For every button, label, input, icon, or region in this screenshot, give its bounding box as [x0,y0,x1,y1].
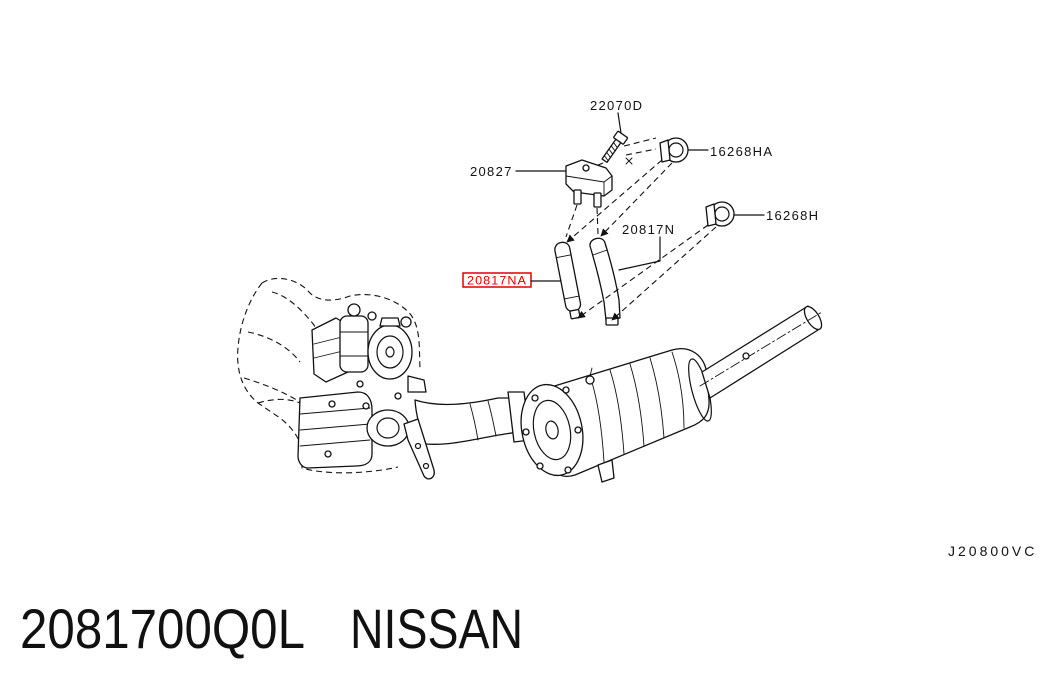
callout-16268ha: 16268HA [687,144,773,159]
brand-name: NISSAN [350,597,523,660]
callout-20827-label: 20827 [470,164,513,179]
tail-pipe-hanger [742,352,750,360]
engine-block-lower [297,391,373,469]
sensor-bracket-20827 [565,159,613,208]
callout-20827: 20827 [470,164,567,179]
hose-20817na [554,241,582,320]
hose-20817n [589,237,621,326]
figure-code: J20800VC [948,543,1037,559]
tail-pipe [699,305,823,399]
dpf-inlet-end-cap [520,383,584,477]
engine-assembly [237,277,435,480]
bolt-22070d [601,130,629,164]
intake-component [339,303,369,373]
callout-16268h-label: 16268H [766,208,819,223]
callout-20817na-highlighted: 20817NA [462,272,562,288]
hose-clamp-16268ha [659,137,689,163]
highlight-box [462,272,532,288]
engine-bracket [403,418,435,480]
bracket-to-hose-lines [565,204,599,238]
callout-22070d: 22070D [590,98,643,134]
diesel-particulate-filter [520,348,712,483]
callout-16268h: 16268H [733,208,819,223]
turbocharger [367,311,427,393]
front-exhaust-pipe [414,391,531,445]
hose-clamp-16268h [705,201,735,227]
callout-22070d-leader [617,112,622,134]
dpf-sensor-boss [585,367,595,385]
cross-mark [625,157,633,165]
part-number: 2081700Q0L [20,597,305,660]
engine-bolts [328,380,402,410]
callout-20817na-label: 20817NA [467,274,527,288]
catalyst-inlet [366,409,410,447]
dpf-hanger [597,459,615,483]
callout-20817n-leader [618,236,661,271]
callout-22070d-label: 22070D [590,98,643,113]
callout-16268ha-label: 16268HA [710,144,773,159]
callout-20817n-label: 20817N [622,222,675,237]
clamp-installation-arrows [566,159,717,321]
callout-20817n: 20817N [618,222,675,271]
